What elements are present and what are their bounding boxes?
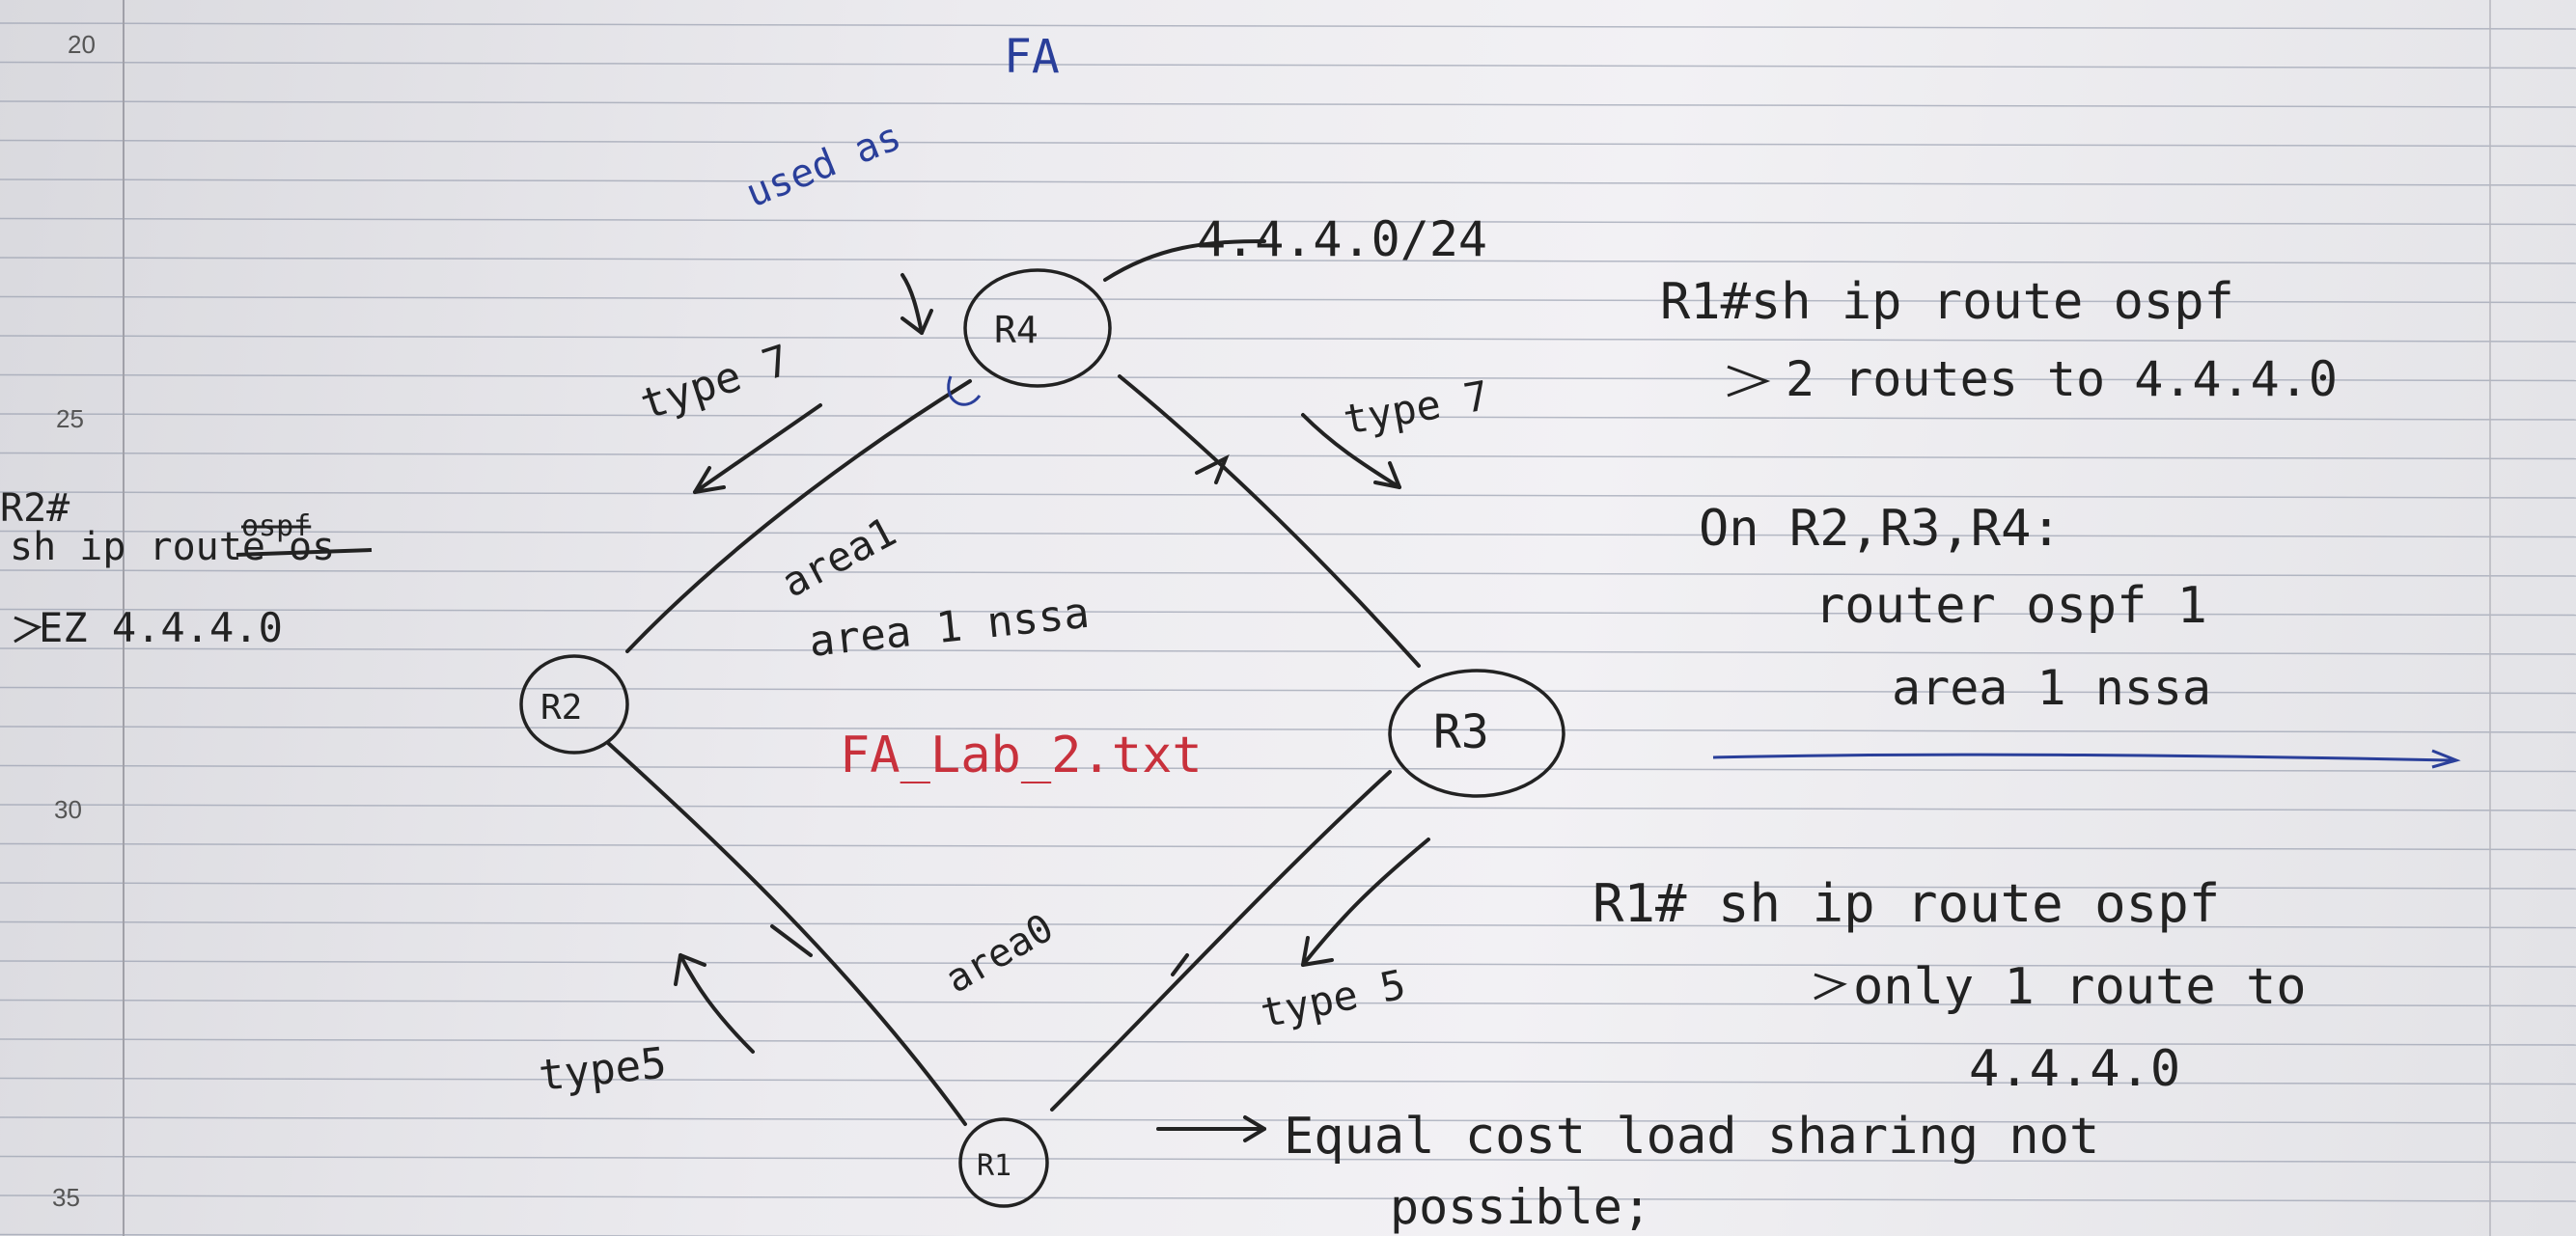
note-cmd2-arrow — [1814, 973, 1847, 1001]
ruled-line — [0, 1116, 2576, 1124]
arrow-conclusion-head — [1243, 1115, 1266, 1142]
ruled-line — [0, 491, 2576, 499]
router-r4-label: R4 — [994, 309, 1039, 351]
ruled-line — [0, 920, 2576, 929]
ruled-line — [0, 530, 2576, 538]
router-r2-label: R2 — [540, 688, 582, 728]
ruled-line — [0, 804, 2576, 811]
arrow-type5-right — [1301, 838, 1430, 967]
router-r4-circle — [963, 268, 1112, 388]
ruled-line — [0, 1038, 2576, 1046]
line-number-30: 30 — [54, 795, 82, 824]
arrow-type7-left — [693, 403, 822, 494]
ruled-line — [0, 139, 2576, 148]
blue-interface-mark — [947, 375, 982, 406]
line-number-35: 35 — [52, 1183, 80, 1212]
ruled-line — [0, 373, 2576, 382]
router-shapes — [519, 268, 1565, 1208]
ruled-line — [0, 647, 2576, 655]
note-cmd1: R1#sh ip route ospf — [1660, 273, 2234, 331]
ruled-line — [0, 257, 2576, 264]
r2-cmd-struck: ospf — [241, 509, 311, 543]
r2-cmd-result: EZ 4.4.4.0 — [39, 604, 283, 651]
note-config-line2: area 1 nssa — [1892, 660, 2211, 716]
link-r4-network — [1103, 239, 1266, 282]
ruled-line — [0, 960, 2576, 968]
note-cmd2-result-1: only 1 route to — [1853, 958, 2307, 1016]
note-config-title: On R2,R3,R4: — [1699, 500, 2062, 558]
ruled-line — [0, 22, 2576, 30]
link-r4-r3 — [1118, 374, 1421, 668]
link-r4-r2 — [625, 379, 972, 653]
note-conclusion-2: possible; — [1390, 1179, 1651, 1235]
used-as-annotation: used as — [740, 114, 908, 216]
ruled-line — [0, 1077, 2576, 1085]
lsa-type7-right-label: type 7 — [1340, 371, 1492, 444]
lsa-type5-right-label: type 5 — [1257, 960, 1410, 1036]
ruled-line — [0, 452, 2576, 460]
ruled-line — [0, 726, 2576, 733]
r4-network-label: 4.4.4.0/24 — [1197, 211, 1487, 267]
link-r2-r1 — [606, 741, 967, 1126]
fa-annotation: FA — [1004, 30, 1060, 84]
router-r3-label: R3 — [1433, 705, 1489, 759]
ruled-line — [0, 217, 2576, 226]
r2-cmd-strike — [235, 548, 373, 557]
area0-label: area0 — [938, 906, 1061, 1003]
line-number-20: 20 — [68, 30, 96, 59]
ruled-line — [0, 295, 2576, 304]
lsa-arrows — [674, 273, 1430, 1142]
ruled-line — [0, 882, 2576, 890]
ruled-line — [0, 842, 2576, 851]
ruled-line — [0, 999, 2576, 1007]
note-cmd1-arrow — [1727, 365, 1771, 398]
lsa-type5-left-label: type5 — [537, 1038, 669, 1101]
link-r3-r1 — [1050, 770, 1392, 1112]
ruled-line — [0, 61, 2576, 69]
ruled-line — [0, 179, 2576, 186]
area1-label: area1 — [774, 508, 904, 607]
router-r2-circle — [519, 654, 629, 755]
ruled-line — [0, 1195, 2576, 1202]
ruled-line — [0, 1155, 2576, 1164]
tick-r2-r1-link — [770, 924, 813, 957]
arrow-type5-left-head — [674, 953, 706, 986]
arrow-type5-right-head — [1301, 936, 1334, 967]
arrow-used-as-fa-head — [900, 309, 933, 335]
router-r3-circle — [1388, 669, 1565, 798]
note-cmd2: R1# sh ip route ospf — [1593, 873, 2220, 934]
arrow-type7-left-head — [693, 466, 726, 494]
ruled-line — [0, 569, 2576, 577]
ruled-line — [0, 335, 2576, 343]
note-cmd1-result: 2 routes to 4.4.4.0 — [1786, 351, 2338, 407]
ruled-lines — [0, 22, 2576, 1236]
r2-result-arrow — [14, 616, 42, 644]
arrow-type7-right — [1301, 413, 1401, 489]
r2-cmd-prompt: R2# — [0, 486, 69, 531]
router-r1-circle — [958, 1117, 1049, 1208]
ruled-line — [0, 413, 2576, 421]
tick-r3-r1-link — [1171, 953, 1189, 976]
blue-underline-arrowhead — [2431, 749, 2461, 769]
arrow-type7-right-head — [1373, 461, 1401, 489]
r2-cmd-text: sh ip route os — [10, 525, 335, 569]
lab-file-label: FA_Lab_2.txt — [840, 727, 1203, 784]
arrow-used-as-fa — [900, 273, 924, 335]
router-r1-label: R1 — [977, 1149, 1011, 1183]
note-config-line1: router ospf 1 — [1814, 577, 2207, 635]
line-number-25: 25 — [56, 404, 84, 433]
ruled-line — [0, 764, 2576, 773]
area1-nssa-label: area 1 nssa — [807, 589, 1092, 667]
ruled-line — [0, 100, 2576, 108]
blue-underline — [1712, 753, 2452, 762]
arrow-type5-left — [679, 953, 755, 1054]
tick-r4-r3-link — [1195, 453, 1230, 484]
note-conclusion-1: Equal cost load sharing not — [1284, 1108, 2099, 1166]
ruled-line — [0, 608, 2576, 617]
ruled-line — [0, 686, 2576, 695]
network-links — [606, 239, 1421, 1126]
note-cmd2-result-2: 4.4.4.0 — [1969, 1040, 2180, 1098]
